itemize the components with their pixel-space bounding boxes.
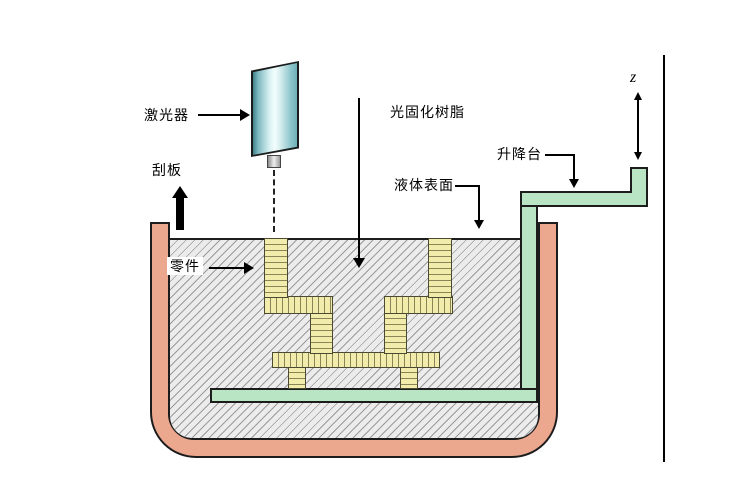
elevator-label: 升降台 (497, 146, 542, 162)
laser-stem (267, 155, 281, 168)
part-column-left (264, 238, 288, 298)
laser-arrow-line (198, 114, 240, 116)
scraper-label: 刮板 (152, 162, 182, 178)
part-base-bar (272, 352, 440, 368)
elevator-arm (520, 191, 648, 207)
resin-arrow-icon (353, 258, 365, 268)
liquid-surface-leader-h (455, 185, 480, 187)
elevator-leader-v (573, 154, 575, 180)
part-inner-column-left (310, 312, 333, 354)
liquid-surface-leader-v (478, 185, 480, 221)
elevator-arrow-icon (569, 179, 579, 188)
liquid-surface-label: 液体表面 (394, 177, 454, 193)
part-elbow-right (384, 296, 453, 314)
resin-leader-line (358, 98, 360, 260)
frame-line-right (663, 55, 665, 462)
laser-body-gradient (253, 63, 297, 155)
build-platform (210, 388, 538, 403)
part-inner-column-right (384, 312, 407, 354)
laser-beam-dashed (273, 170, 275, 232)
laser-label: 激光器 (144, 107, 189, 123)
elevator-column (520, 198, 538, 390)
part-elbow-left (264, 296, 333, 314)
laser-device (251, 61, 299, 157)
laser-arrow-icon (240, 109, 250, 121)
elevator-leader-h (545, 154, 575, 156)
part-support-leg-right (400, 366, 418, 389)
z-arrow-down-icon (634, 152, 642, 160)
scraper-arrow-stem (176, 197, 184, 230)
z-axis-label: z (630, 69, 638, 86)
part-column-right (428, 238, 452, 298)
elevator-arm-stub (630, 167, 648, 193)
resin-label: 光固化树脂 (390, 104, 465, 120)
part-arrow-icon (244, 262, 254, 274)
z-arrow-up-icon (634, 92, 642, 100)
z-arrow-line (637, 100, 639, 152)
liquid-resin-hatch (170, 238, 538, 438)
part-arrow-line (209, 267, 245, 269)
scraper-arrow-head (172, 186, 188, 198)
part-support-leg-left (288, 366, 306, 389)
part-label: 零件 (167, 257, 203, 275)
liquid-surface-arrow-icon (474, 220, 484, 229)
